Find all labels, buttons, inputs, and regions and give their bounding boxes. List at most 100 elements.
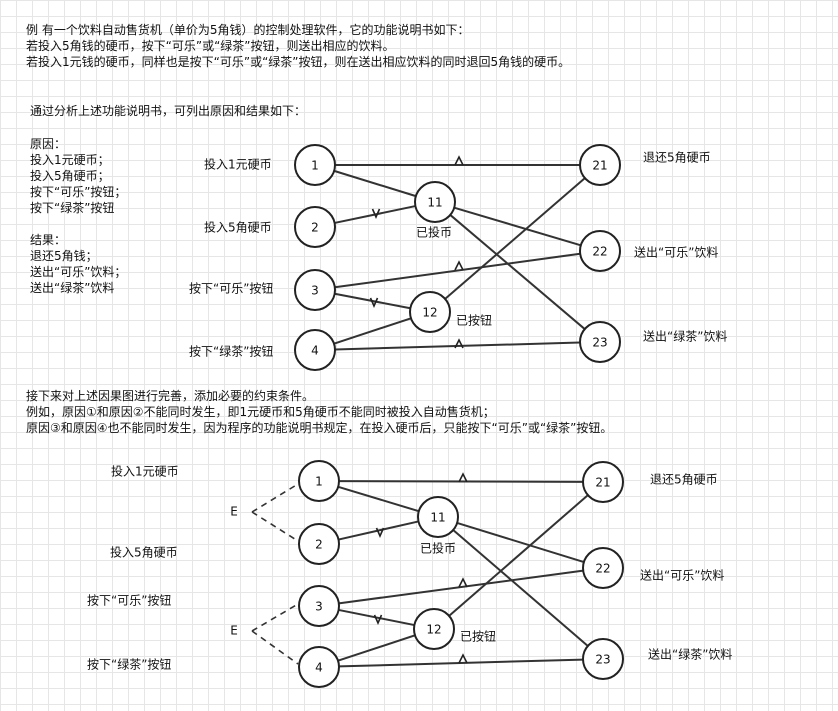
diagram2-middle-label-coin: 已投币 bbox=[420, 541, 456, 556]
diagram1-node-23 bbox=[579, 321, 621, 363]
diagram1-node-label-1: 1 bbox=[311, 159, 319, 173]
diagram1-node-label-4: 4 bbox=[311, 344, 319, 358]
diagram2-constraint-line-1 bbox=[251, 483, 299, 513]
diagram2-effect-label-1: 退还5角硬币 bbox=[650, 473, 718, 487]
diagram2-cause-label-4: 按下“绿茶”按钮 bbox=[87, 657, 171, 672]
diagram2-constraint-e-1: E bbox=[230, 505, 238, 519]
diagram1-node-12 bbox=[409, 291, 451, 333]
diagram1-or-symbol-2 bbox=[369, 297, 379, 308]
effect-item-2: 送出“可乐”饮料； bbox=[30, 265, 127, 279]
diagram1-node-2 bbox=[294, 206, 336, 248]
diagram2-node-label-11: 11 bbox=[430, 511, 445, 525]
diagram1-edge-1-11 bbox=[333, 169, 417, 198]
diagram2-node-label-2: 2 bbox=[315, 538, 323, 552]
diagram1-cause-label-3: 按下“可乐”按钮 bbox=[189, 281, 273, 296]
diagram2-edge-3-12 bbox=[338, 608, 415, 627]
diagram2-edge-3-22 bbox=[338, 569, 584, 605]
diagram2-effect-label-2: 送出“可乐”饮料 bbox=[640, 568, 724, 583]
diagram2-and-symbol-2 bbox=[458, 577, 468, 588]
diagram1-and-symbol-1 bbox=[454, 155, 464, 166]
middle-line-2: 例如，原因①和原因②不能同时发生，即1元硬币和5角硬币不能同时被投入自动售货机； bbox=[26, 405, 495, 419]
diagram2-edge-11-22 bbox=[456, 521, 585, 564]
cause-item-1: 投入1元硬币； bbox=[30, 153, 110, 167]
diagram1-edge-12-21 bbox=[444, 177, 586, 300]
diagram1-effect-label-2: 送出“可乐”饮料 bbox=[634, 245, 718, 260]
effect-item-3: 送出“绿茶”饮料 bbox=[30, 281, 115, 295]
diagram2-node-label-1: 1 bbox=[315, 475, 323, 489]
diagram1-node-1 bbox=[294, 144, 336, 186]
diagram1-node-label-21: 21 bbox=[592, 159, 607, 173]
diagram2-node-label-3: 3 bbox=[315, 600, 323, 614]
diagram1-cause-label-1: 投入1元硬币 bbox=[204, 157, 272, 172]
diagram2-edge-4-23 bbox=[338, 658, 584, 668]
diagram1-node-label-22: 22 bbox=[592, 245, 607, 259]
diagram2-node-21 bbox=[582, 461, 624, 503]
diagram1-cause-label-4: 按下“绿茶”按钮 bbox=[189, 344, 273, 359]
diagram2-or-symbol-1 bbox=[375, 527, 385, 538]
diagram2-node-22 bbox=[582, 547, 624, 589]
diagram2-edge-1-21 bbox=[338, 480, 584, 483]
diagram2-node-12 bbox=[413, 608, 455, 650]
diagram1-cause-label-2: 投入5角硬币 bbox=[204, 220, 272, 235]
diagram1-middle-label-coin: 已投币 bbox=[416, 225, 452, 240]
intro-line-2: 若投入5角钱的硬币，按下“可乐”或“绿茶”按钮，则送出相应的饮料。 bbox=[26, 39, 395, 53]
intro-line-1: 例 有一个饮料自动售货机（单价为5角钱）的控制处理软件，它的功能说明书如下： bbox=[26, 23, 470, 37]
diagram1-edge-11-22 bbox=[453, 206, 582, 247]
diagram1-node-label-11: 11 bbox=[427, 196, 442, 210]
diagram1-edge-4-12 bbox=[333, 317, 412, 345]
diagram1-and-symbol-2 bbox=[454, 260, 464, 271]
diagram1-edge-3-22 bbox=[334, 252, 581, 289]
diagram2-constraint-e-2: E bbox=[230, 624, 238, 638]
diagram1-node-22 bbox=[579, 230, 621, 272]
cause-item-4: 按下“绿茶”按钮 bbox=[30, 201, 115, 215]
diagram2-node-label-4: 4 bbox=[315, 661, 323, 675]
diagram2-constraint-line-3 bbox=[251, 603, 299, 632]
causes-heading: 原因： bbox=[30, 137, 67, 151]
diagram2-constraint-line-2 bbox=[251, 511, 299, 542]
diagram1-node-label-23: 23 bbox=[592, 336, 607, 350]
diagram2-node-2 bbox=[298, 523, 340, 565]
diagram2-node-label-12: 12 bbox=[426, 623, 441, 637]
diagram2-and-symbol-3 bbox=[458, 653, 468, 664]
diagram1-node-4 bbox=[294, 329, 336, 371]
diagram2-node-23 bbox=[582, 638, 624, 680]
middle-line-3: 原因③和原因④也不能同时发生，因为程序的功能说明书规定，在投入硬币后，只能按下“… bbox=[26, 421, 613, 435]
diagram1-node-21 bbox=[579, 144, 621, 186]
diagram2-node-label-21: 21 bbox=[595, 476, 610, 490]
diagram2-edge-4-12 bbox=[337, 634, 416, 662]
diagram2-node-4 bbox=[298, 646, 340, 688]
diagram2-cause-label-3: 按下“可乐”按钮 bbox=[87, 593, 171, 608]
diagram2-or-symbol-2 bbox=[373, 614, 383, 625]
intro-line-3: 若投入1元钱的硬币，同样也是按下“可乐”或“绿茶”按钮，则在送出相应饮料的同时退… bbox=[26, 55, 571, 69]
diagram1-node-label-3: 3 bbox=[311, 284, 319, 298]
middle-line-1: 接下来对上述因果图进行完善，添加必要的约束条件。 bbox=[26, 389, 315, 403]
diagram2-constraint-line-4 bbox=[251, 630, 299, 665]
diagram1-effect-label-1: 退还5角硬币 bbox=[643, 151, 711, 165]
diagram1-and-symbol-3 bbox=[454, 338, 464, 349]
analysis-intro: 通过分析上述功能说明书，可列出原因和结果如下： bbox=[30, 104, 307, 118]
diagram2-node-label-23: 23 bbox=[595, 653, 610, 667]
diagram2-edge-2-11 bbox=[338, 520, 419, 541]
diagram1-or-symbol-1 bbox=[371, 208, 381, 219]
diagram1-edge-11-23 bbox=[449, 214, 586, 330]
diagram2-edge-12-21 bbox=[448, 494, 589, 617]
diagram2-node-label-22: 22 bbox=[595, 562, 610, 576]
effect-item-1: 退还5角钱； bbox=[30, 249, 98, 263]
diagram2-node-1 bbox=[298, 460, 340, 502]
diagram2-node-11 bbox=[417, 496, 459, 538]
diagram1-edge-4-23 bbox=[334, 341, 581, 351]
diagram2-middle-label-button: 已按钮 bbox=[460, 629, 496, 644]
diagram1-effect-label-3: 送出“绿茶”饮料 bbox=[643, 329, 727, 344]
diagram2-and-symbol-1 bbox=[458, 472, 468, 483]
diagram2-edge-1-11 bbox=[337, 485, 420, 513]
cause-item-2: 投入5角硬币； bbox=[30, 169, 110, 183]
diagram1-node-label-12: 12 bbox=[422, 306, 437, 320]
cause-item-3: 按下“可乐”按钮； bbox=[30, 185, 127, 199]
diagram2-cause-label-1: 投入1元硬币 bbox=[111, 464, 179, 479]
diagram2-edge-11-23 bbox=[452, 529, 589, 647]
diagram2-effect-label-3: 送出“绿茶”饮料 bbox=[648, 647, 732, 662]
diagram1-node-label-2: 2 bbox=[311, 221, 319, 235]
diagram1-node-11 bbox=[414, 181, 456, 223]
diagram2-node-3 bbox=[298, 585, 340, 627]
